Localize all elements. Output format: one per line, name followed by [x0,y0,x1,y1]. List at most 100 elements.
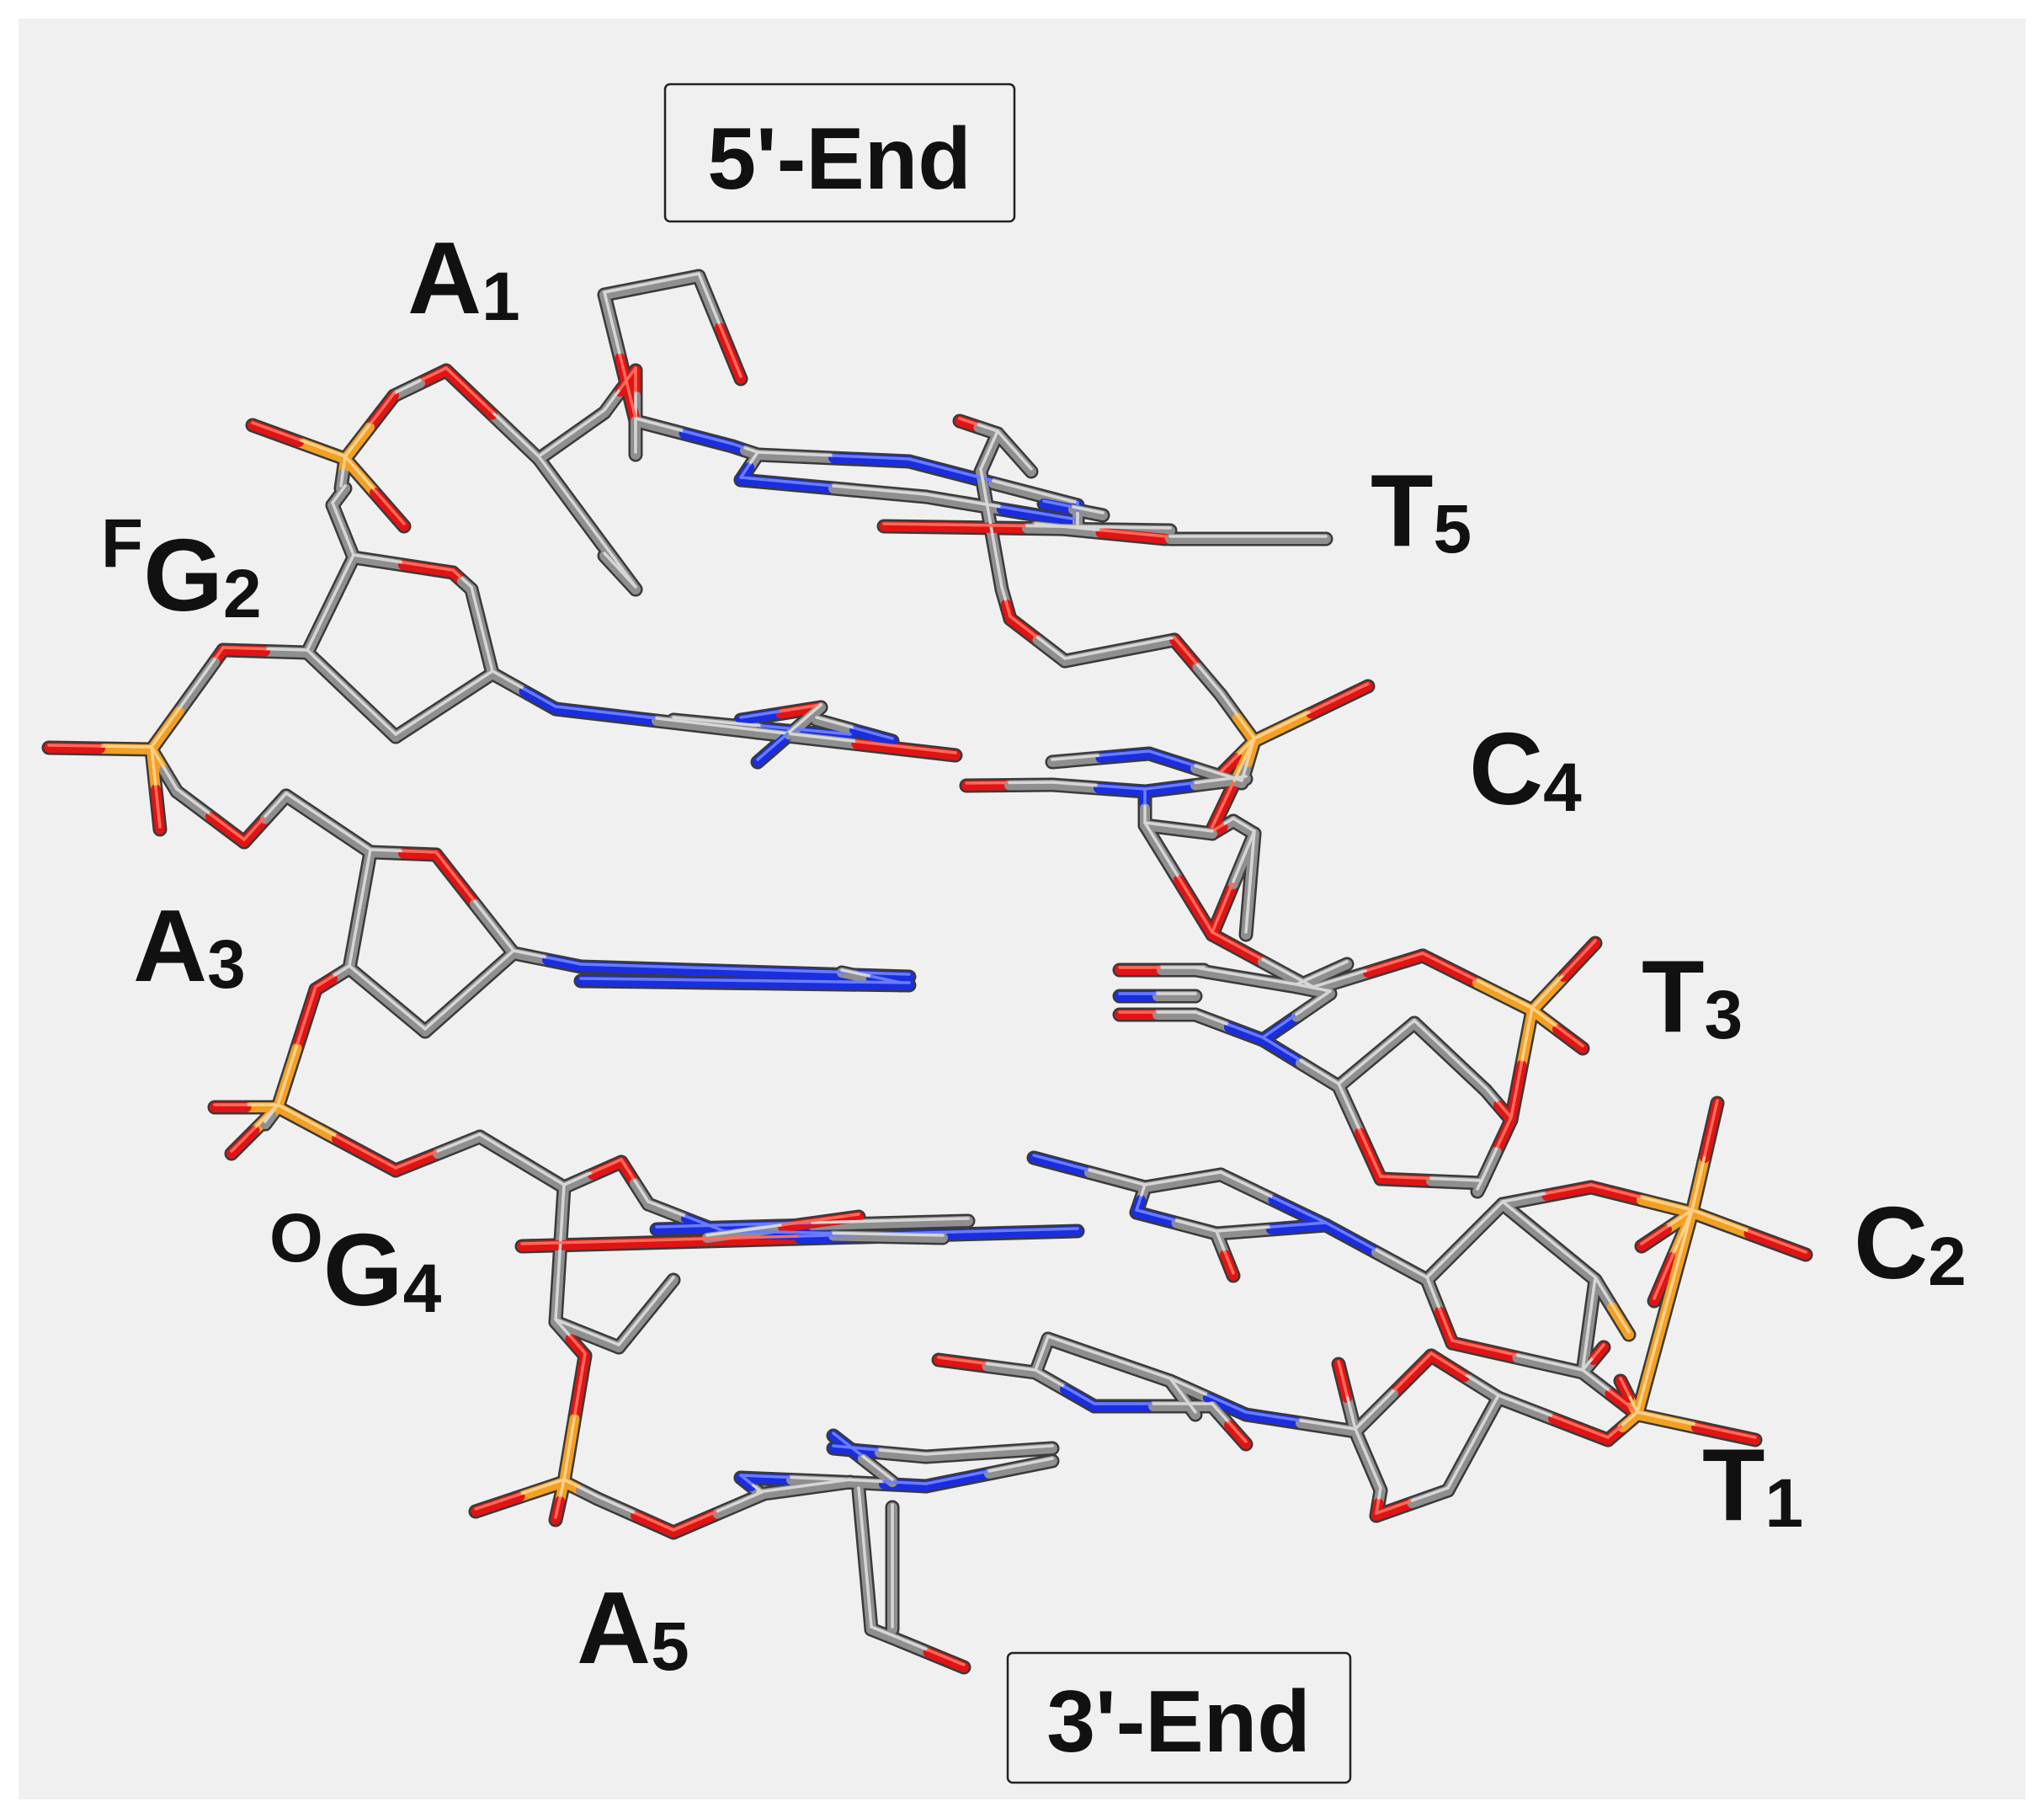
bond-stick [1223,1250,1235,1275]
bond-stick [1586,1182,1647,1205]
bond-stick [1227,1421,1248,1443]
bond-stick [679,429,737,451]
bond-stick [854,739,957,754]
bond-stick [1258,1011,1301,1045]
bond-stick [1261,1012,1298,1039]
bond-stick [331,964,351,978]
bond-stick [434,850,476,904]
bond-stick [634,1511,675,1532]
bond-stick [392,379,422,395]
bond-stick [1177,876,1214,934]
bond-stick [341,527,355,557]
bond-stick [958,417,981,427]
bond-stick [1244,974,1298,986]
bond-stick [599,551,625,578]
bond-stick [1321,1220,1381,1258]
bond-stick [1498,1199,1554,1247]
bond-stick [491,410,540,458]
bond-stick [327,819,372,851]
bond-stick [1219,754,1239,774]
residue-label-a5: A5 [577,1570,689,1685]
bond-stick [1097,784,1147,791]
bond-stick [177,669,208,711]
bond-stick [618,568,637,589]
bond-stick [162,766,178,791]
bond-stick [173,669,211,717]
bond-stick [1005,614,1043,645]
bond-stick [487,409,544,464]
bond-stick [1029,1153,1094,1178]
bond-stick [1637,1224,1672,1251]
bond-stick [464,948,519,998]
bond-stick [832,1444,881,1452]
bond-stick [260,791,291,824]
bond-stick [436,1133,482,1153]
bond-stick [1544,1237,1600,1285]
bond-stick [1425,1238,1466,1279]
bond-stick [1636,1309,1667,1414]
bond-stick [1215,1229,1227,1254]
residue-label-c4: C4 [1469,712,1582,826]
bond-stick [1472,1394,1500,1443]
bond-stick [576,976,750,989]
bond-stick [585,1330,620,1346]
bond-stick [558,1183,566,1254]
bond-stick [1333,1049,1381,1091]
bond-stick [870,974,902,984]
bond-stick [1009,615,1040,639]
bond-stick [924,1448,991,1456]
bond-stick [1581,1356,1595,1372]
bond-stick [1687,1208,1754,1239]
bond-stick [853,726,894,740]
bond-stick [790,1475,844,1481]
bond-stick [849,725,897,746]
bond-stick [295,985,317,1048]
bond-stick [1552,1024,1588,1053]
bond-stick [1219,690,1239,717]
bond-stick [471,1491,525,1517]
bond-stick [331,501,345,530]
bond-stick [1270,1221,1328,1229]
bond-stick [1460,1372,1504,1403]
bond-stick [882,522,1029,528]
bond-stick [519,686,561,714]
bond-stick [1296,1058,1344,1091]
bond-stick [748,451,759,466]
bond-stick [1562,939,1597,976]
bond-stick [260,1111,277,1129]
bond-stick [420,987,475,1037]
bond-stick [444,366,494,414]
bond-stick [858,1453,897,1487]
bond-stick [1640,1196,1694,1212]
bond-stick [672,716,764,728]
bond-stick [1296,1418,1360,1437]
bond-stick [743,978,911,984]
bond-stick [1194,764,1243,782]
bond-stick [924,493,1003,509]
bond-stick [343,423,371,458]
bond-stick [1194,966,1248,978]
bond-stick [150,745,157,789]
bond-stick [349,690,397,736]
bond-stick [285,792,330,824]
bond-stick [1004,780,1057,791]
bond-stick [1480,1147,1498,1182]
bond-stick [339,469,345,488]
bond-stick [172,786,216,822]
bond-stick [1261,957,1315,989]
bond-stick [213,646,225,661]
bond-stick [281,791,333,829]
bond-stick [480,627,494,673]
bond-stick [205,812,249,847]
five-prime-end-box: 5'-End [663,83,1016,223]
bond-stick [1312,986,1332,993]
bond-stick [554,705,658,720]
bond-stick [739,709,783,719]
bond-stick [1034,1352,1044,1372]
bond-stick [98,744,153,749]
bond-stick [926,1648,966,1666]
bond-stick [1143,781,1197,791]
bond-stick [1140,780,1200,797]
bond-stick [1463,1373,1500,1397]
